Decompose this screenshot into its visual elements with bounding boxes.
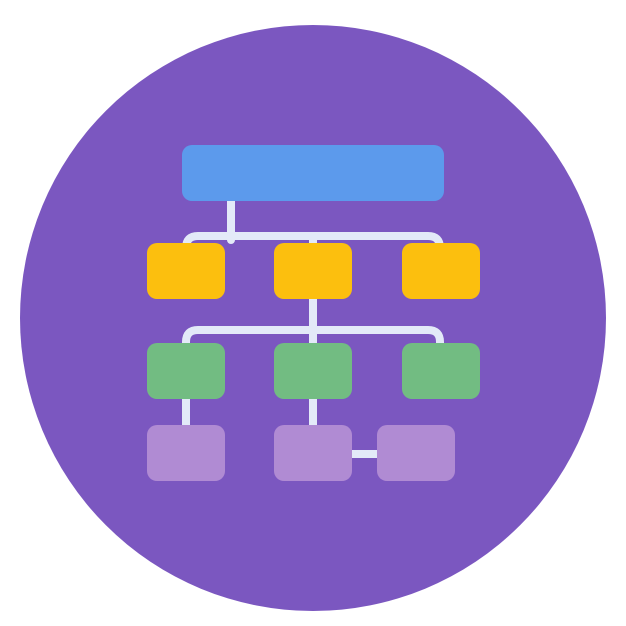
level3-node-right: [377, 425, 455, 481]
level1-node-right: [402, 243, 480, 299]
level2-node-right: [402, 343, 480, 399]
level3-node-center: [274, 425, 352, 481]
level2-node-center: [274, 343, 352, 399]
hierarchy-nodes: [147, 145, 480, 481]
level3-node-left: [147, 425, 225, 481]
connector-level2-bus: [182, 326, 444, 364]
top-node: [182, 145, 444, 201]
level1-node-center: [274, 243, 352, 299]
level2-node-left: [147, 343, 225, 399]
level1-node-left: [147, 243, 225, 299]
